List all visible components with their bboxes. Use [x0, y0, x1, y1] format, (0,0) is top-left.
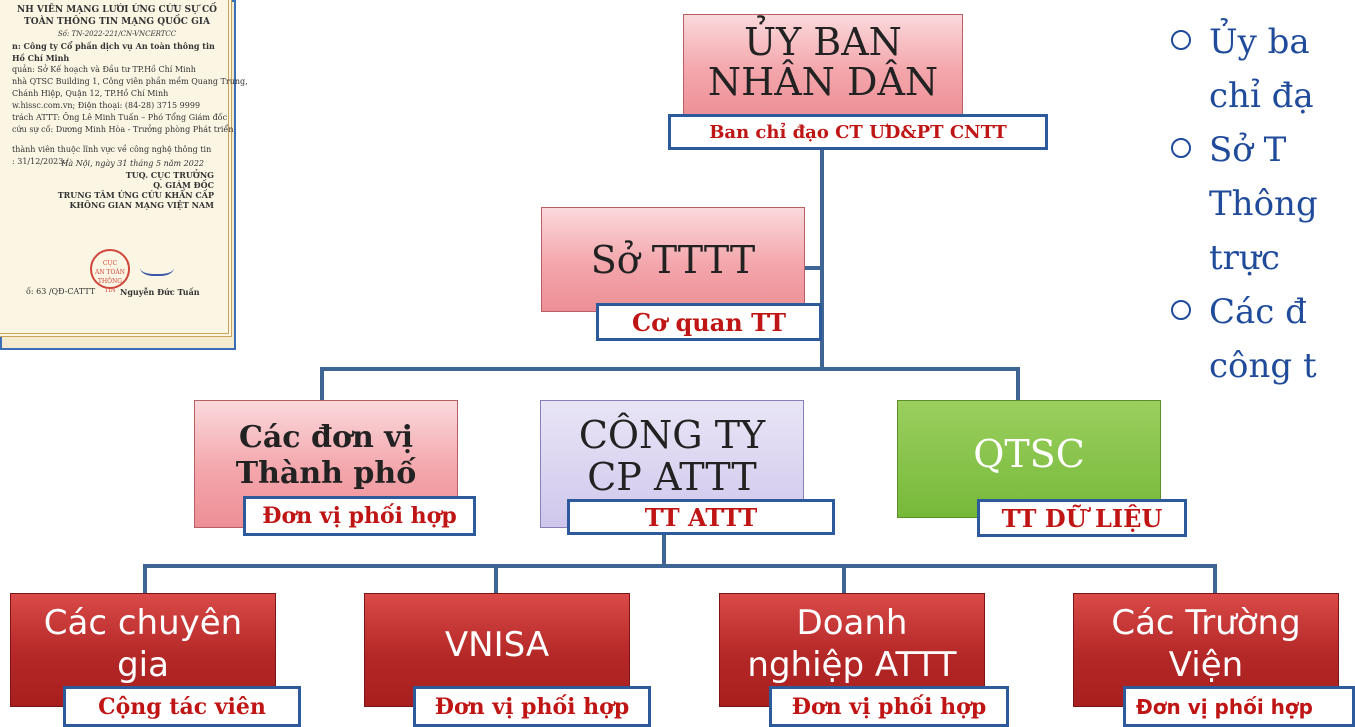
bullet-marker-icon — [1171, 138, 1191, 158]
label-don-vi-phoi-hop: Đơn vị phối hợp — [413, 686, 651, 727]
bullet-continuation: công t — [1209, 346, 1317, 386]
bullet-text: Các đ — [1209, 292, 1307, 332]
certificate-line: thành viên thuộc lĩnh vực về công nghệ t… — [12, 145, 212, 154]
node-title: ỦY BAN — [744, 20, 902, 64]
certificate-line: Hồ Chí Minh — [12, 53, 70, 63]
connector-line — [805, 266, 824, 270]
node-title: VNISA — [444, 625, 550, 665]
bullet-marker-icon — [1171, 300, 1191, 320]
signature-scrawl — [140, 256, 174, 276]
bullet-text: Ủy ba — [1209, 22, 1310, 62]
node-title: gia — [117, 645, 169, 685]
label-ban-chi-dao: Ban chỉ đạo CT ƯD&PT CNTT — [668, 114, 1048, 150]
certificate-line: nhà QTSC Building 1, Công viên phần mềm … — [12, 77, 248, 86]
certificate-line: : 31/12/2023./ — [12, 157, 69, 166]
certificate-line: n: Công ty Cổ phần dịch vụ An toàn thông… — [12, 41, 215, 51]
node-title: CP ATTT — [587, 455, 757, 499]
node-title: nghiệp ATTT — [747, 645, 957, 685]
label-don-vi-phoi-hop: Đơn vị phối hợp — [1123, 686, 1355, 727]
certificate-line: trách ATTT: Ông Lê Minh Tuấn – Phó Tổng … — [12, 113, 228, 122]
label-don-vi-phoi-hop: Đơn vị phối hợp — [243, 496, 476, 536]
node-title: Sở TTTT — [590, 237, 756, 282]
certificate-heading-1: NH VIÊN MẠNG LƯỚI ỨNG CỨU SỰ CỐ — [17, 5, 217, 15]
certificate-footer: ố: 63 /QĐ-CATTT — [26, 287, 96, 296]
certificate-sign-title: KHÔNG GIAN MẠNG VIỆT NAM — [69, 200, 214, 210]
connector-line — [320, 367, 1020, 371]
certificate-line: w.hissc.com.vn; Điện thoại: (84-28) 3715… — [12, 101, 201, 110]
connector-line — [842, 564, 846, 594]
connector-line — [1213, 564, 1217, 594]
node-title: CÔNG TY — [578, 413, 766, 457]
certificate-number: Số: TN-2022-221/CN-VNCERTCC — [57, 30, 177, 38]
node-title: Viện — [1168, 645, 1244, 685]
label-tt-du-lieu: TT DỮ LIỆU — [977, 499, 1187, 537]
certificate-heading-2: TOÀN THÔNG TIN MẠNG QUỐC GIA — [24, 17, 210, 27]
bullet-item: Ủy ba — [1171, 20, 1310, 64]
node-uy-ban-nhan-dan: ỦY BAN NHÂN DÂN — [683, 14, 963, 118]
certificate-sign-title: Q. GIÁM ĐỐC — [153, 180, 214, 190]
connector-line — [820, 148, 824, 368]
node-title: Thành phố — [235, 456, 417, 491]
certificate-date: Hà Nội, ngày 31 tháng 5 năm 2022 — [61, 159, 204, 168]
label-don-vi-phoi-hop: Đơn vị phối hợp — [769, 686, 1009, 727]
label-co-quan-tt: Cơ quan TT — [596, 303, 822, 341]
bullet-marker-icon — [1171, 30, 1191, 50]
node-title: Các chuyên — [43, 603, 243, 643]
bullet-text: Sở T — [1209, 130, 1287, 170]
certificate-line: cứu sự cố: Dương Minh Hòa - Trưởng phòng… — [12, 125, 234, 134]
bullet-continuation: Thông — [1209, 184, 1318, 224]
node-so-tttt: Sở TTTT — [541, 207, 805, 312]
certificate-line: quản: Sở Kế hoạch và Đầu tư TP.Hồ Chí Mi… — [12, 65, 196, 74]
connector-line — [143, 564, 147, 594]
connector-line — [494, 564, 498, 594]
certificate-sign-title: TUQ. CỤC TRƯỞNG — [125, 170, 214, 180]
connector-line — [662, 534, 666, 566]
node-qtsc: QTSC — [897, 400, 1161, 518]
label-tt-attt: TT ATTT — [567, 499, 835, 535]
certificate-image: NH VIÊN MẠNG LƯỚI ỨNG CỨU SỰ CỐ TOÀN THÔ… — [0, 0, 248, 350]
node-title: Doanh — [796, 603, 908, 643]
connector-line — [143, 564, 1217, 568]
bullet-continuation: chỉ đạ — [1209, 76, 1314, 116]
connector-line — [1016, 367, 1020, 401]
label-cong-tac-vien: Cộng tác viên — [63, 686, 301, 727]
node-title: Các đơn vị — [238, 420, 414, 455]
certificate-sign-title: TRUNG TÂM ỨNG CỨU KHẨN CẤP — [57, 190, 214, 200]
node-title: Các Trường — [1111, 603, 1301, 643]
bullet-continuation: trực — [1209, 238, 1280, 278]
bullet-item: Các đ — [1171, 290, 1307, 334]
bullet-item: Sở T — [1171, 128, 1286, 172]
certificate-line: Chánh Hiệp, Quận 12, TP.Hồ Chí Minh — [12, 89, 169, 98]
node-title: NHÂN DÂN — [707, 60, 939, 104]
connector-line — [320, 367, 324, 401]
node-title: QTSC — [973, 432, 1085, 476]
certificate-signer: Nguyễn Đức Tuấn — [120, 287, 200, 297]
